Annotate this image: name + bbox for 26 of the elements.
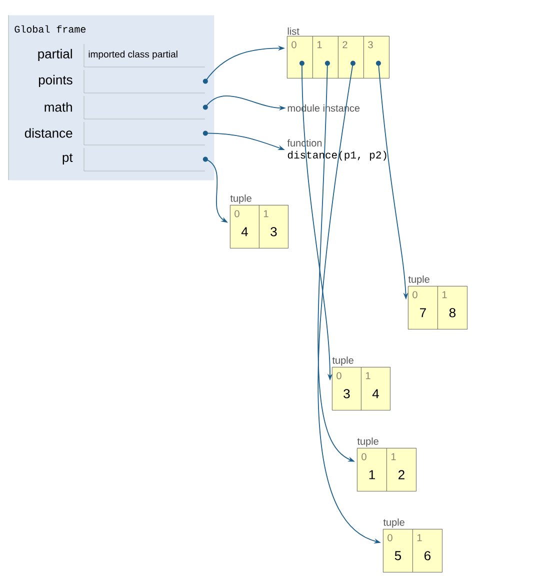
element-cell: 1 3: [259, 205, 288, 248]
element-cell: 1: [312, 36, 338, 78]
element-cell: 0 5: [383, 529, 413, 572]
node-label: tuple: [332, 356, 354, 366]
element-cell: 0 3: [332, 367, 362, 410]
variable-name: partial: [38, 48, 72, 62]
node-label: tuple: [357, 437, 378, 447]
node-label: tuple: [408, 275, 430, 285]
element-cell: 1 4: [361, 367, 390, 410]
element-cell: 0 7: [408, 286, 438, 330]
value-cell: imported class partial: [84, 44, 206, 68]
element-cell: 1 2: [386, 448, 416, 492]
node-label: tuple: [230, 194, 252, 204]
element-cell: 1 8: [438, 286, 468, 330]
element-cell: 0: [287, 36, 313, 78]
node-label: list: [288, 27, 300, 35]
variable-name: math: [44, 102, 72, 112]
variable-name: points: [38, 74, 72, 88]
variable-name: distance: [24, 128, 72, 138]
node-label: tuple: [383, 518, 404, 528]
element-cell: 3: [364, 36, 390, 78]
element-cell: 0 4: [230, 205, 260, 248]
element-cell: 1 6: [412, 529, 442, 572]
variable-name: pt: [62, 153, 73, 165]
element-cell: 0 1: [357, 448, 387, 492]
element-cell: 2: [338, 36, 364, 78]
